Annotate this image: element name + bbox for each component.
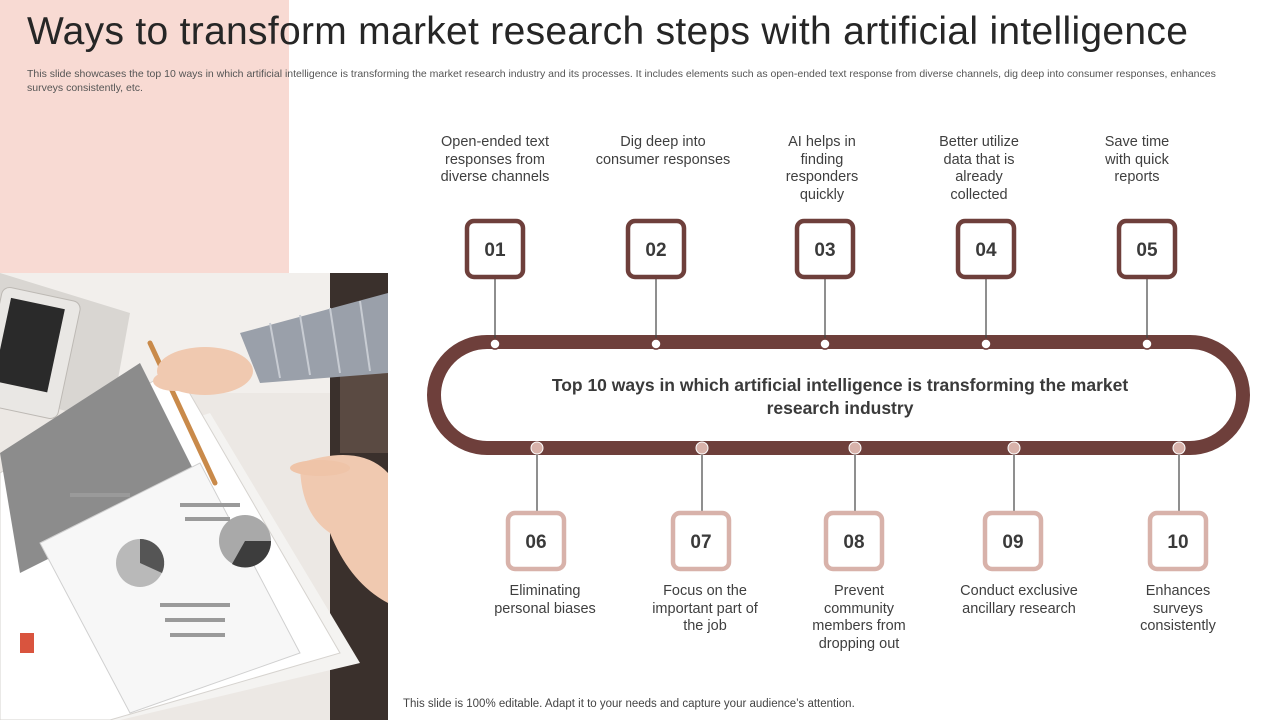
step-number-02: 02 <box>645 240 666 261</box>
step-label-05: Save time with quick reports <box>1104 134 1170 185</box>
step-label-10: Enhances surveys consistently <box>1140 583 1216 634</box>
connector-dot <box>1141 338 1153 350</box>
step-label-02: Dig deep into consumer responses <box>595 134 731 168</box>
step-number-03: 03 <box>814 240 835 261</box>
center-pill <box>427 335 1250 455</box>
step-number-01: 01 <box>484 240 506 261</box>
step-number-09: 09 <box>1002 532 1023 553</box>
step-box-08 <box>823 510 885 572</box>
step-box-05 <box>1116 218 1178 280</box>
step-label-08: Prevent community members from dropping … <box>812 583 906 652</box>
pink-background-block <box>0 0 289 273</box>
slide-subtitle: This slide showcases the top 10 ways in … <box>27 68 1216 94</box>
connector-dot <box>530 441 544 455</box>
step-number-06: 06 <box>525 532 546 553</box>
step-number-07: 07 <box>690 532 711 553</box>
connector-dot <box>650 338 662 350</box>
step-box-01 <box>464 218 526 280</box>
step-box-09 <box>982 510 1044 572</box>
connector-dot <box>1007 441 1021 455</box>
step-label-04: Better utilize data that is already coll… <box>939 134 1019 203</box>
step-box-07 <box>670 510 732 572</box>
step-number-05: 05 <box>1136 240 1158 261</box>
step-box-03 <box>794 218 856 280</box>
photo-hands-with-charts <box>0 273 388 720</box>
connector-dot <box>819 338 831 350</box>
step-label-03: AI helps in finding responders quickly <box>785 134 859 203</box>
slide-footer: This slide is 100% editable. Adapt it to… <box>403 698 855 710</box>
connector-dot <box>980 338 992 350</box>
step-label-07: Focus on the important part of the job <box>652 583 758 634</box>
step-number-04: 04 <box>975 240 997 261</box>
connector-dot <box>848 441 862 455</box>
step-box-04 <box>955 218 1017 280</box>
step-number-08: 08 <box>843 532 864 553</box>
step-number-10: 10 <box>1167 532 1188 553</box>
connector-dot <box>1172 441 1186 455</box>
step-box-02 <box>625 218 687 280</box>
slide-title: Ways to transform market research steps … <box>27 10 1189 53</box>
step-label-06: Eliminating personal biases <box>494 583 596 617</box>
connector-dot <box>695 441 709 455</box>
step-label-01: Open-ended text responses from diverse c… <box>440 134 550 185</box>
step-box-06 <box>505 510 567 572</box>
center-heading: Top 10 ways in which artificial intellig… <box>551 375 1129 418</box>
step-label-09: Conduct exclusive ancillary research <box>960 583 1078 617</box>
connector-dot <box>489 338 501 350</box>
step-box-10 <box>1147 510 1209 572</box>
